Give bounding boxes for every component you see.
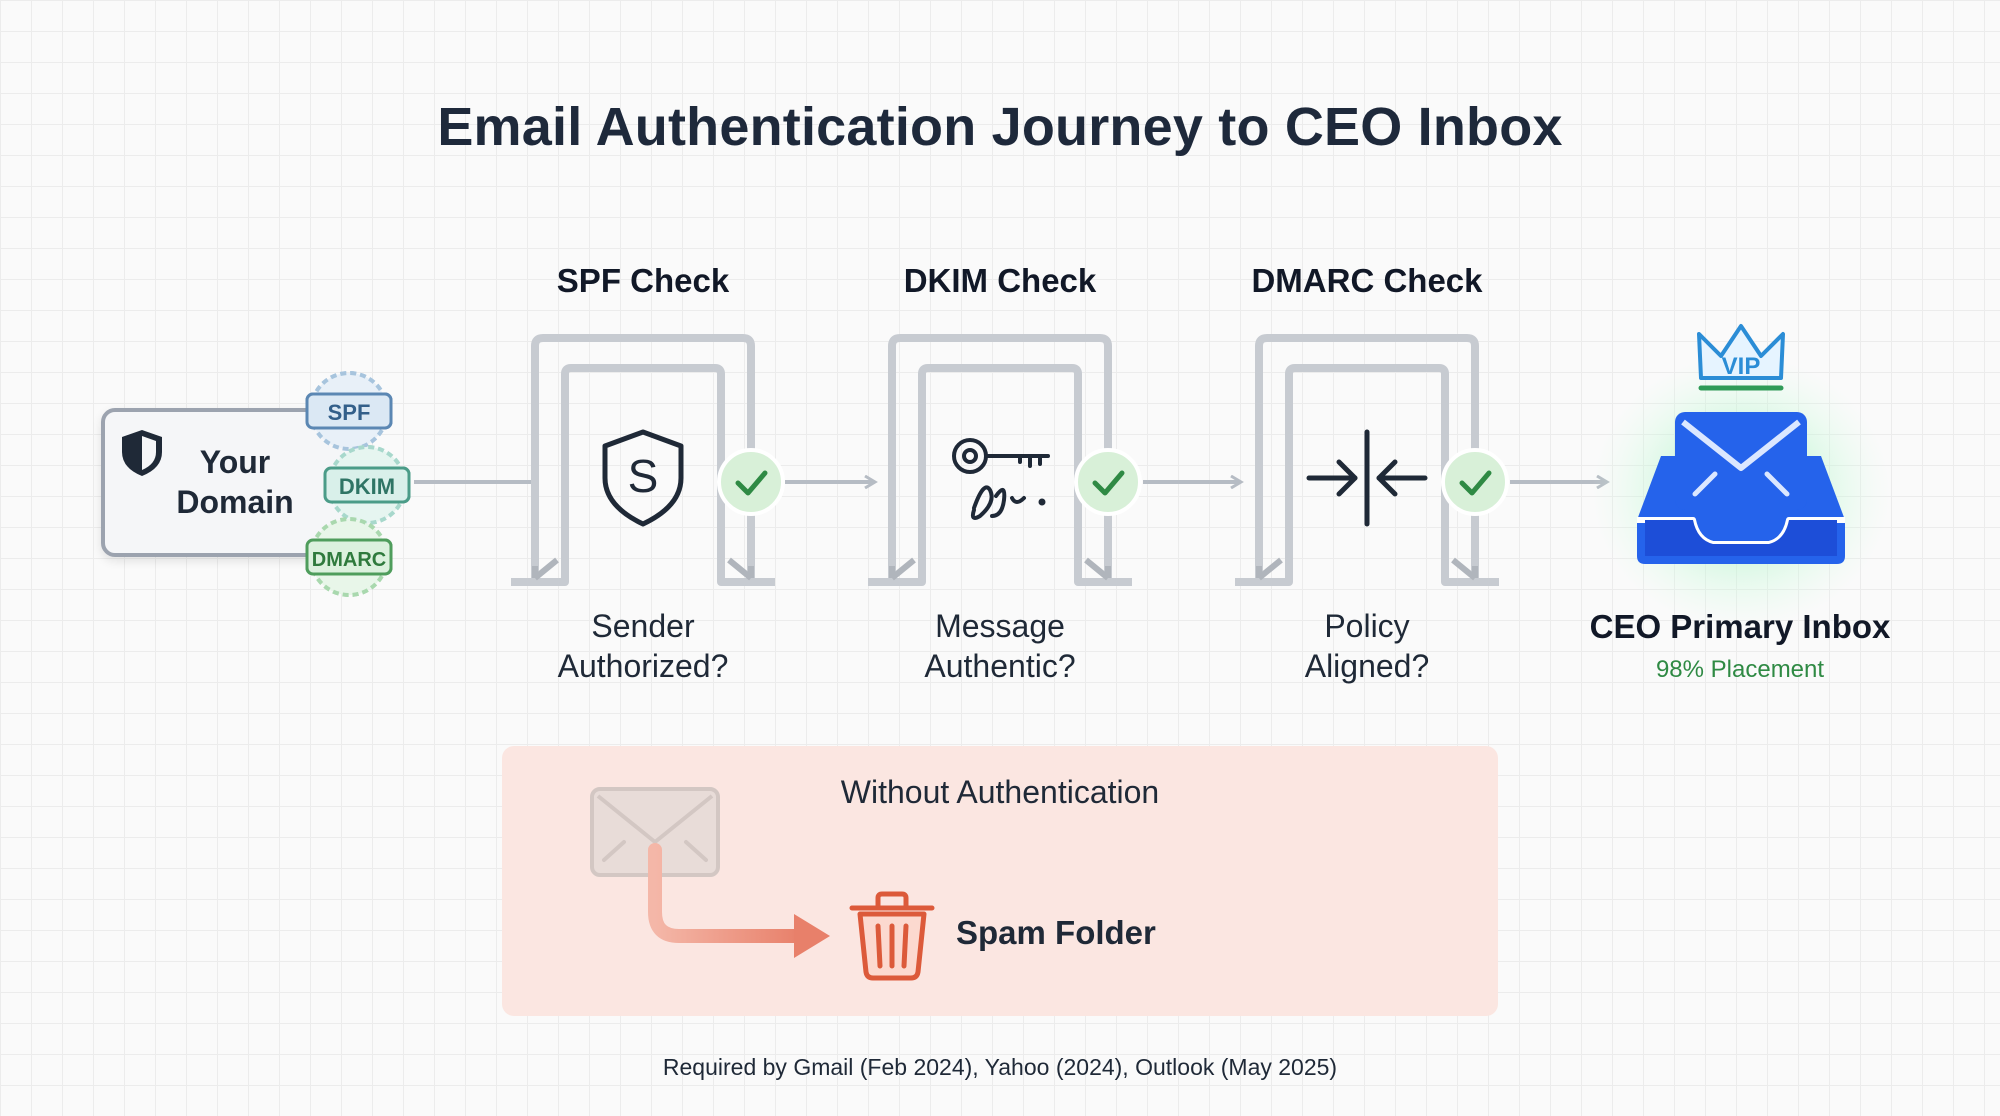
check-icon-spf: [717, 448, 785, 516]
shield-icon: [122, 430, 162, 476]
badge-dmarc-front: DMARC: [305, 517, 393, 597]
inbox-placement: 98% Placement: [1655, 656, 1825, 683]
spam-arrowhead: [794, 914, 830, 958]
check-icon-dmarc: [1441, 448, 1509, 516]
footer-note: Required by Gmail (Feb 2024), Yahoo (202…: [662, 1054, 1338, 1080]
crown-label: VIP: [1722, 353, 1761, 380]
check-icon-dkim: [1074, 448, 1142, 516]
crown-icon: VIP: [1697, 324, 1785, 391]
inbox-icon: [1637, 412, 1845, 564]
stage-title-dkim: DKIM Check: [903, 262, 1097, 299]
badge-spf-front: SPF: [305, 371, 393, 451]
stage-title-dmarc: DMARC Check: [1251, 262, 1483, 299]
shield-s-icon: S: [602, 429, 684, 527]
badge-dkim-label: DKIM: [339, 474, 395, 499]
spam-arrow: [648, 843, 807, 943]
stage-title-spf: SPF Check: [556, 262, 730, 299]
svg-text:S: S: [628, 450, 659, 502]
inbox-title: CEO Primary Inbox: [1589, 608, 1891, 645]
diagram-title: Email Authentication Journey to CEO Inbo…: [437, 97, 1563, 157]
badge-spf-label: SPF: [328, 400, 371, 425]
key-signature-icon: [952, 438, 1050, 520]
spam-flow: [590, 787, 935, 981]
domain-badges: SPF DKIM DMARC: [305, 371, 411, 597]
align-arrows-icon: [1306, 429, 1428, 527]
spam-panel-heading: Without Authentication: [840, 774, 1160, 810]
gate-dkim: [868, 334, 1132, 586]
gate-spf: [511, 334, 775, 586]
trash-icon: [849, 891, 935, 981]
badge-dkim-front: DKIM: [323, 445, 411, 525]
gate-dmarc: [1235, 334, 1499, 586]
spam-folder-label: Spam Folder: [956, 914, 1156, 951]
badge-dmarc-label: DMARC: [312, 549, 386, 571]
